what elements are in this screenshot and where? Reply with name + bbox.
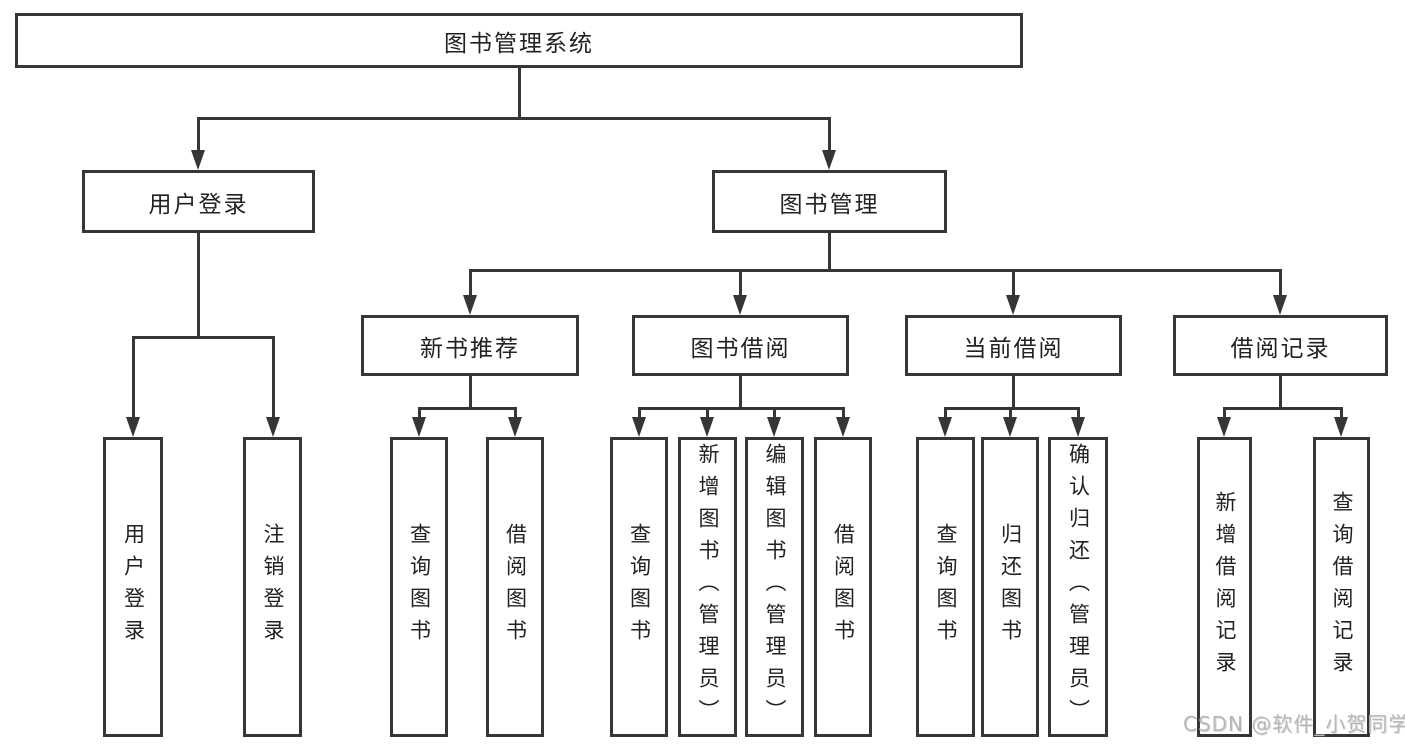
connector-drop-book-management-0 — [469, 270, 472, 295]
arrowhead-icon-borrow-records-1 — [1334, 417, 1348, 437]
node-book-management: 图书管理 — [712, 170, 947, 233]
node-current-borrow: 当前借阅 — [905, 315, 1122, 376]
connector-drop-new-book-recommend-1 — [514, 408, 517, 417]
arrowhead-icon-new-book-recommend-0 — [412, 417, 426, 437]
connector-stem-book-borrow — [739, 376, 742, 410]
arrowhead-icon-current-borrow-2 — [1071, 417, 1085, 437]
node-leaf-add-book: 新增图书（管理员） — [678, 437, 737, 737]
arrowhead-icon-book-borrow-3 — [836, 417, 850, 437]
connector-stem-current-borrow — [1012, 376, 1015, 410]
arrowhead-icon-book-management-2 — [1006, 295, 1020, 315]
connector-drop-borrow-records-0 — [1223, 408, 1226, 417]
connector-branch-borrow-records — [1223, 407, 1343, 410]
arrowhead-icon-root-0 — [191, 150, 205, 170]
connector-stem-borrow-records — [1279, 376, 1282, 410]
node-leaf-query-book-2: 查询图书 — [610, 437, 668, 737]
connector-drop-book-borrow-0 — [638, 408, 641, 417]
connector-branch-user-login — [132, 336, 275, 339]
arrowhead-icon-current-borrow-0 — [938, 417, 952, 437]
connector-drop-borrow-records-1 — [1340, 408, 1343, 417]
connector-stem-user-login — [197, 233, 200, 339]
arrowhead-icon-book-management-3 — [1273, 295, 1287, 315]
node-leaf-borrow-book-2: 借阅图书 — [814, 437, 872, 737]
node-leaf-user-login: 用户登录 — [103, 437, 163, 737]
connector-drop-book-borrow-1 — [706, 408, 709, 417]
connector-drop-current-borrow-1 — [1009, 408, 1012, 417]
node-leaf-borrow-book-1: 借阅图书 — [486, 437, 544, 737]
node-leaf-confirm-return: 确认归还（管理员） — [1048, 437, 1108, 737]
node-leaf-query-book-1: 查询图书 — [390, 437, 448, 737]
connector-drop-new-book-recommend-0 — [418, 408, 421, 417]
connector-branch-root — [197, 117, 831, 120]
arrowhead-icon-root-1 — [822, 150, 836, 170]
node-root: 图书管理系统 — [15, 13, 1023, 68]
node-leaf-logout: 注销登录 — [243, 437, 302, 737]
arrowhead-icon-borrow-records-0 — [1217, 417, 1231, 437]
connector-drop-book-management-2 — [1012, 270, 1015, 295]
connector-drop-user-login-1 — [272, 337, 275, 417]
connector-drop-user-login-0 — [132, 337, 135, 417]
arrowhead-icon-user-login-1 — [266, 417, 280, 437]
arrowhead-icon-book-borrow-0 — [632, 417, 646, 437]
node-new-book-recommend: 新书推荐 — [361, 315, 579, 376]
node-book-borrow: 图书借阅 — [632, 315, 849, 376]
connector-drop-book-management-1 — [739, 270, 742, 295]
arrowhead-icon-user-login-0 — [126, 417, 140, 437]
connector-drop-book-borrow-2 — [773, 408, 776, 417]
node-leaf-return-book: 归还图书 — [981, 437, 1039, 737]
node-leaf-query-record: 查询借阅记录 — [1313, 437, 1370, 737]
arrowhead-icon-new-book-recommend-1 — [508, 417, 522, 437]
csdn-watermark: CSDN @软件_小贺同学 — [1183, 712, 1405, 736]
node-leaf-edit-book: 编辑图书（管理员） — [745, 437, 804, 737]
connector-branch-book-management — [469, 269, 1282, 272]
connector-drop-root-1 — [828, 118, 831, 150]
arrowhead-icon-book-borrow-1 — [700, 417, 714, 437]
connector-stem-book-management — [828, 233, 831, 272]
connector-branch-new-book-recommend — [418, 407, 517, 410]
connector-branch-book-borrow — [638, 407, 845, 410]
connector-drop-root-0 — [197, 118, 200, 150]
connector-stem-new-book-recommend — [469, 376, 472, 410]
node-user-login: 用户登录 — [82, 170, 315, 233]
node-borrow-records: 借阅记录 — [1173, 315, 1388, 376]
arrowhead-icon-book-borrow-2 — [767, 417, 781, 437]
node-leaf-add-record: 新增借阅记录 — [1197, 437, 1252, 737]
connector-branch-current-borrow — [944, 407, 1080, 410]
connector-stem-root — [518, 68, 521, 120]
connector-drop-current-borrow-0 — [944, 408, 947, 417]
connector-drop-current-borrow-2 — [1077, 408, 1080, 417]
arrowhead-icon-book-management-1 — [733, 295, 747, 315]
node-leaf-query-book-3: 查询图书 — [916, 437, 975, 737]
connector-drop-book-management-3 — [1279, 270, 1282, 295]
connector-drop-book-borrow-3 — [842, 408, 845, 417]
arrowhead-icon-book-management-0 — [463, 295, 477, 315]
arrowhead-icon-current-borrow-1 — [1003, 417, 1017, 437]
